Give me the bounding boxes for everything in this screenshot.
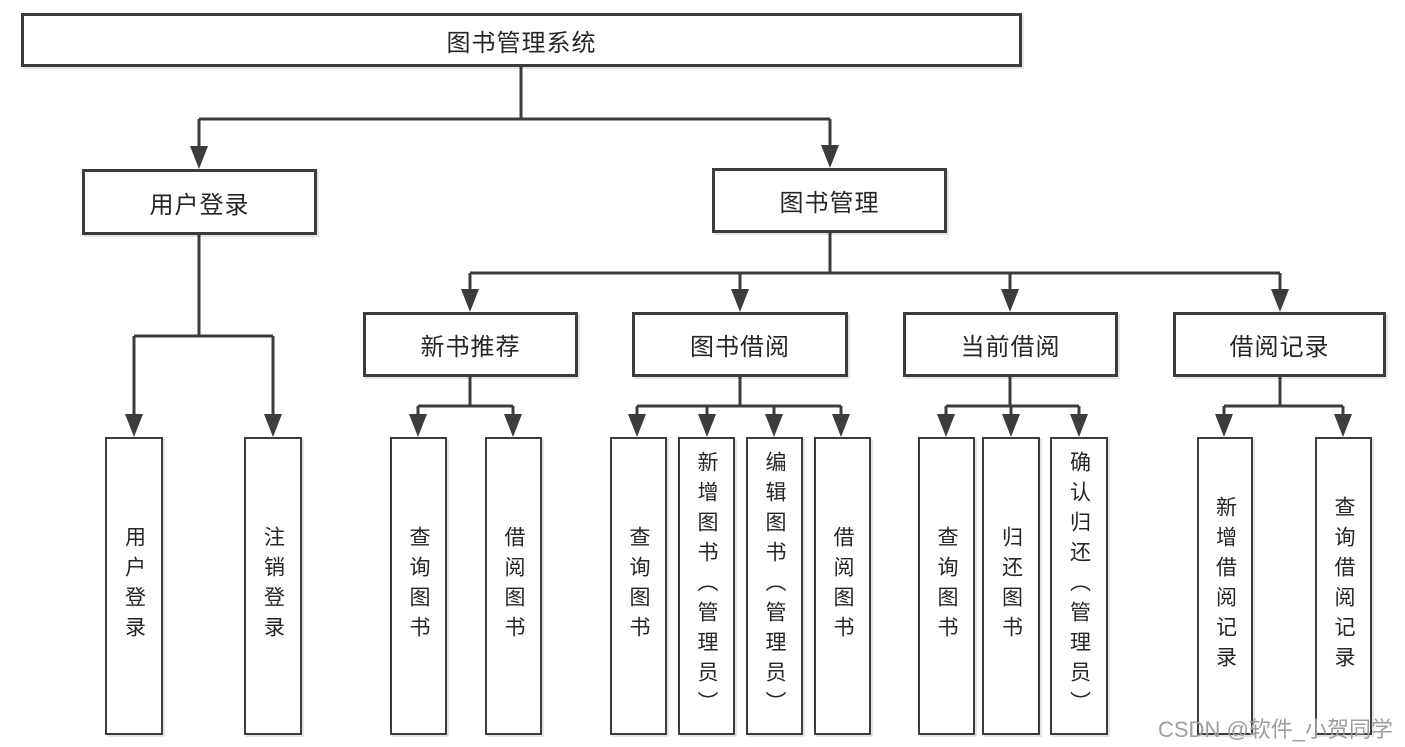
leaf-logout: 注销登录 — [244, 437, 302, 735]
leaf-confirm-return-admin: 确认归还（管理员） — [1050, 437, 1108, 735]
node-user-login: 用户登录 — [82, 169, 317, 235]
node-library-management-system: 图书管理系统 — [21, 13, 1022, 67]
leaf-borrow-books: 借阅图书 — [814, 437, 871, 735]
leaf-edit-books-admin: 编辑图书（管理员） — [746, 437, 803, 735]
arrowheads — [125, 145, 1352, 437]
node-current-borrowing: 当前借阅 — [903, 312, 1118, 377]
leaf-borrow-books-recommend: 借阅图书 — [485, 437, 542, 735]
leaf-add-borrow-record: 新增借阅记录 — [1197, 437, 1253, 735]
leaf-return-books: 归还图书 — [982, 437, 1040, 735]
leaf-query-books-recommend: 查询图书 — [390, 437, 447, 735]
csdn-watermark: CSDN @软件_小贺同学 — [1158, 717, 1394, 742]
node-new-book-recommendation: 新书推荐 — [363, 312, 578, 377]
leaf-add-books-admin: 新增图书（管理员） — [678, 437, 735, 735]
leaf-query-borrow-record: 查询借阅记录 — [1315, 437, 1372, 735]
leaf-query-books-current: 查询图书 — [918, 437, 975, 735]
leaf-user-login: 用户登录 — [105, 437, 163, 735]
leaf-query-books-borrowing: 查询图书 — [610, 437, 667, 735]
node-book-management: 图书管理 — [712, 168, 947, 233]
node-book-borrowing: 图书借阅 — [632, 312, 848, 377]
node-borrowing-records: 借阅记录 — [1173, 312, 1386, 377]
